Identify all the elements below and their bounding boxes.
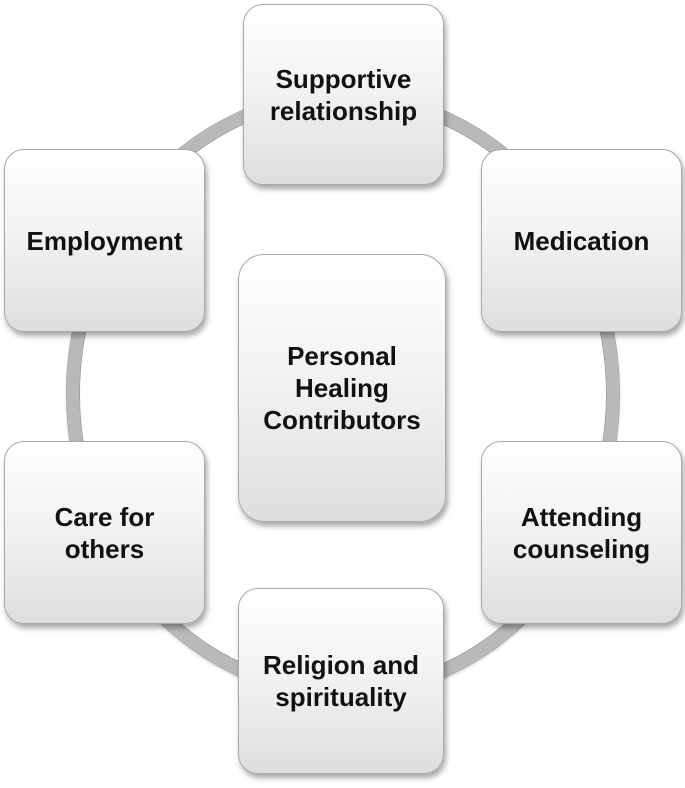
node-religion-and-spirituality: Religion and spirituality [238, 588, 444, 774]
node-medication: Medication [481, 149, 682, 332]
center-node-personal-healing-contributors: Personal Healing Contributors [238, 254, 446, 522]
node-label: Care for others [54, 501, 155, 564]
node-supportive-relationship: Supportive relationship [243, 4, 444, 185]
node-label: Attending counseling [512, 501, 651, 564]
node-label: Employment [26, 225, 183, 256]
node-label: Medication [513, 225, 650, 256]
center-label: Personal Healing Contributors [263, 341, 421, 435]
node-label: Supportive relationship [269, 63, 418, 126]
node-employment: Employment [4, 149, 205, 332]
node-label: Religion and spirituality [263, 650, 419, 712]
node-care-for-others: Care for others [4, 441, 205, 624]
node-attending-counseling: Attending counseling [481, 441, 682, 624]
